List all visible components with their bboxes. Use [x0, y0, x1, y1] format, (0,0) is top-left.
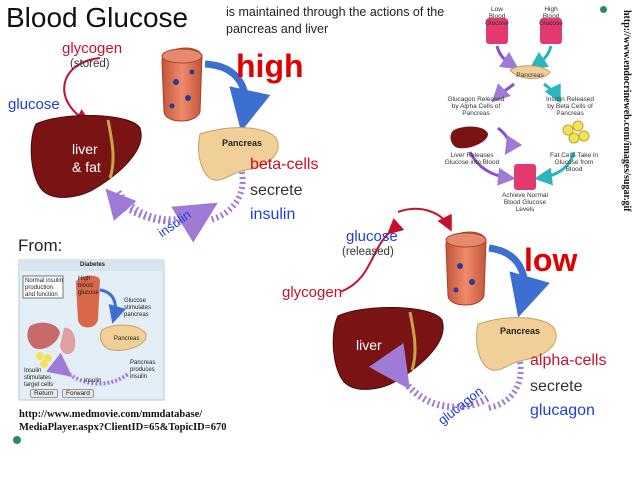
- forward-button[interactable]: Forward: [62, 389, 94, 398]
- mini-pancreas: Pancreas: [114, 336, 140, 342]
- curved-arrow-icon: [63, 57, 101, 125]
- secrete-label: secrete: [250, 182, 303, 199]
- blood-vessel-icon: [445, 231, 487, 306]
- high-label: high: [236, 48, 304, 84]
- glucose-label: glucose: [8, 96, 60, 113]
- alpha-cells-label: alpha-cells: [530, 352, 607, 369]
- globe-icon: [600, 6, 607, 13]
- stored-label: (stored): [70, 58, 110, 70]
- glycogen-low-label: glycogen: [282, 284, 343, 301]
- pancreas-label: Pancreas: [222, 138, 263, 148]
- mini-step1: Glucose stimulates pancreas: [124, 298, 152, 318]
- flow-figure: [450, 18, 590, 190]
- beta-cells-label: beta-cells: [250, 156, 319, 173]
- flow-insulin-released: Insulin Released by Beta Cells of Pancre…: [545, 96, 595, 117]
- mini-box-label: Normal insulin production and function: [25, 278, 64, 298]
- pancreas-icon: [476, 317, 557, 371]
- mini-figure: [18, 259, 165, 401]
- flow-glucagon-released: Glucagon Released by Alpha Cells of Panc…: [447, 96, 505, 117]
- glucagon-label: glucagon: [530, 402, 595, 419]
- blood-vessel-icon: [161, 47, 203, 122]
- secrete-low-label: secrete: [530, 378, 583, 395]
- globe-icon: [13, 436, 21, 444]
- from-label: From:: [18, 236, 63, 255]
- flow-pancreas: Pancreas: [516, 72, 544, 79]
- liver-icon: [30, 114, 142, 198]
- mini-step3: Insulin stimulates target cells: [24, 368, 54, 388]
- return-button[interactable]: Return: [30, 389, 58, 398]
- pancreas-icon: [198, 127, 279, 181]
- source-url-line1[interactable]: http://www.medmovie.com/mmdatabase/: [19, 409, 203, 420]
- mini-title: Diabetes: [80, 262, 106, 268]
- fat-text: & fat: [72, 159, 101, 175]
- low-label: low: [524, 242, 578, 278]
- flow-high-blood: High Blood Glucose: [539, 6, 563, 27]
- liver-low-label: liver: [356, 337, 382, 353]
- flow-fat-cells: Fat Cells Take in Glucose from Blood: [550, 152, 598, 173]
- flow-liver-releases: Liver Releases Glucose into Blood: [444, 152, 500, 166]
- liver-label: liver & fat: [72, 140, 101, 176]
- vertical-source-url: http://www.endocrineweb.com/images/sugar…: [621, 10, 632, 212]
- insulin-label: insulin: [250, 206, 296, 223]
- page-title: Blood Glucose: [6, 2, 189, 33]
- glucose-released-label: glucose: [346, 228, 398, 245]
- flow-achieve: Achieve Normal Blood Glucose Levels: [502, 192, 548, 213]
- source-url-line2[interactable]: MediaPlayer.aspx?ClientID=65&TopicID=670: [19, 422, 227, 433]
- pancreas-low-label: Pancreas: [500, 326, 541, 336]
- mini-high-blood: High blood glucose: [78, 276, 99, 296]
- released-label: (released): [342, 246, 394, 258]
- liver-icon: [332, 306, 444, 390]
- mini-insulin: Insulin: [84, 378, 102, 384]
- flow-low-blood: Low Blood Glucose: [485, 6, 509, 27]
- mini-step2: Pancreas produces insulin: [130, 360, 156, 380]
- glycogen-label: glycogen: [62, 40, 123, 57]
- page-subtitle: is maintained through the actions of the…: [226, 5, 445, 36]
- liver-text: liver: [72, 141, 98, 157]
